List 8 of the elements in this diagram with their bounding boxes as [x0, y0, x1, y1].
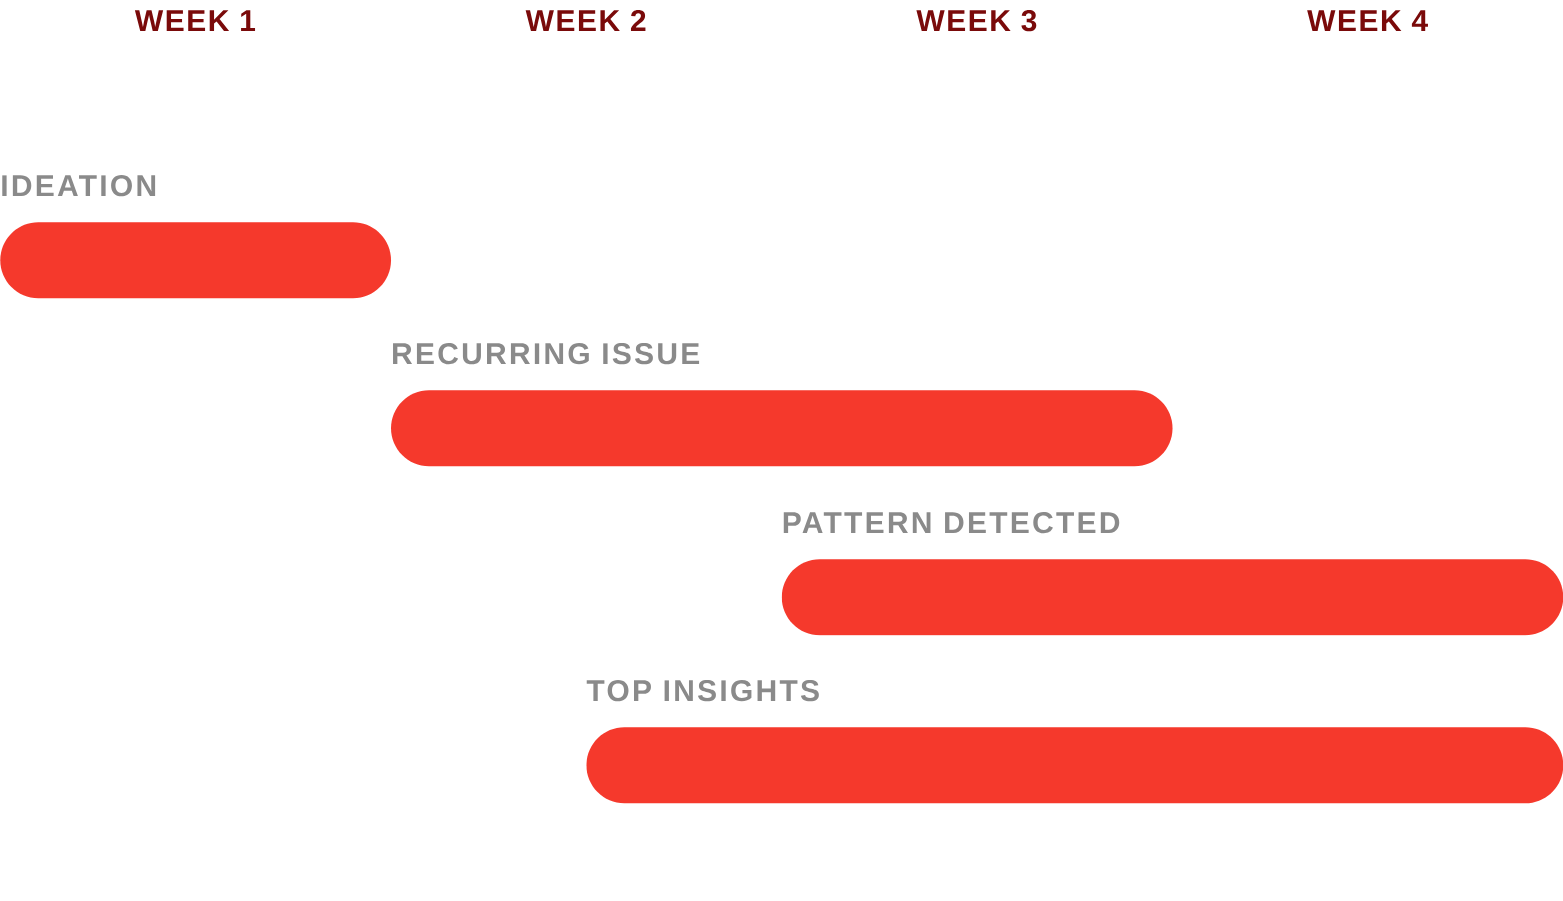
- week-heading: WEEK 3: [916, 10, 1037, 32]
- week-heading: WEEK 2: [525, 10, 646, 31]
- task-label: IDEATION: [2, 175, 156, 197]
- task-label: PATTERN DETECTED: [783, 512, 1120, 534]
- task-label: RECURRING ISSUE: [393, 343, 700, 365]
- week-heading: WEEK 4: [1307, 10, 1428, 31]
- task-label: TOP INSIGHTS: [586, 680, 819, 702]
- week-heading: WEEK 1: [134, 10, 256, 31]
